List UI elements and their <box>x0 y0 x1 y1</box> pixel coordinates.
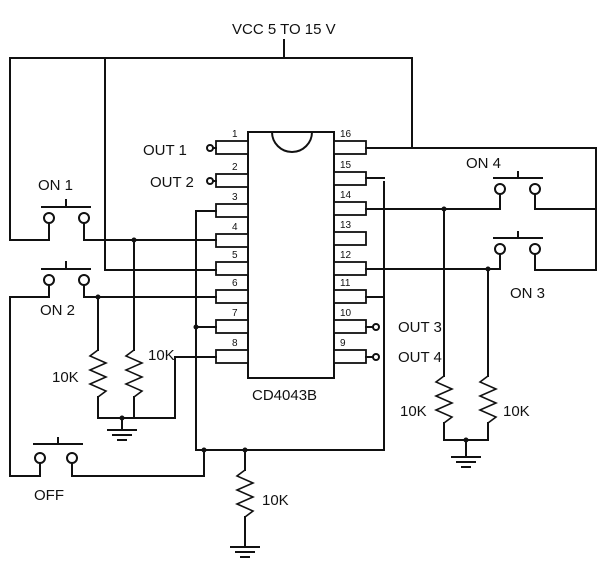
r-right-a-label: 10K <box>400 403 427 420</box>
resistor-right-b: 10K <box>478 268 530 441</box>
ground-left <box>107 429 137 441</box>
out4-label: OUT 4 <box>398 349 442 366</box>
pin-10-label: 10 <box>340 308 352 319</box>
pin-14-label: 14 <box>340 190 352 201</box>
r-left-a-label: 10K <box>52 369 79 386</box>
vcc-supply: VCC 5 TO 15 V <box>9 21 597 271</box>
ic-part-label: CD4043B <box>252 387 317 404</box>
out1-label: OUT 1 <box>143 142 187 159</box>
pin-7-label: 7 <box>232 308 238 319</box>
ic-cd4043b: CD4043B <box>247 130 335 404</box>
on3-label: ON 3 <box>510 285 545 302</box>
pin-4-label: 4 <box>232 222 238 233</box>
pin-12-label: 12 <box>340 250 352 261</box>
switch-on3: ON 3 <box>365 231 597 302</box>
on4-label: ON 4 <box>466 155 501 172</box>
resistor-bottom: 10K <box>235 469 289 546</box>
on2-label: ON 2 <box>40 302 75 319</box>
resistor-right-a: 10K <box>400 208 454 441</box>
pin-13-label: 13 <box>340 220 352 231</box>
switch-off: OFF <box>9 296 83 504</box>
pin-1-label: 1 <box>232 129 238 140</box>
resistor-left-lines <box>97 326 217 429</box>
resistor-left-b: 10K <box>124 239 175 419</box>
pin-6-label: 6 <box>232 278 238 289</box>
outputs: OUT 1 OUT 2 OUT 3 OUT 4 <box>143 142 442 366</box>
vcc-label: VCC 5 TO 15 V <box>232 21 336 38</box>
r-left-b-label: 10K <box>148 347 175 364</box>
switch-on4: ON 4 <box>365 155 597 210</box>
switch-on1: ON 1 <box>9 177 217 241</box>
out3-label: OUT 3 <box>398 319 442 336</box>
pin-16-label: 16 <box>340 129 352 140</box>
r-right-b-label: 10K <box>503 403 530 420</box>
ic-right-pins: 16 15 14 13 12 11 10 9 <box>333 129 367 364</box>
pin-2-label: 2 <box>232 162 238 173</box>
off-label: OFF <box>34 487 64 504</box>
ground-bottom <box>230 546 260 558</box>
resistor-left-a: 10K <box>52 296 108 419</box>
ground-right <box>443 439 489 468</box>
switch-on2: ON 2 <box>9 261 217 319</box>
out2-label: OUT 2 <box>150 174 194 191</box>
pin-15-label: 15 <box>340 160 352 171</box>
junctions <box>95 206 491 453</box>
pin-9-label: 9 <box>340 338 346 349</box>
pin-8-label: 8 <box>232 338 238 349</box>
r-bottom-label: 10K <box>262 492 289 509</box>
pin-3-label: 3 <box>232 192 238 203</box>
enable-bus <box>71 177 385 477</box>
ic-left-pins: 1 2 3 4 5 6 7 8 <box>215 129 249 364</box>
pin-5-label: 5 <box>232 250 238 261</box>
pin-11-label: 11 <box>340 278 351 289</box>
on1-label: ON 1 <box>38 177 73 194</box>
